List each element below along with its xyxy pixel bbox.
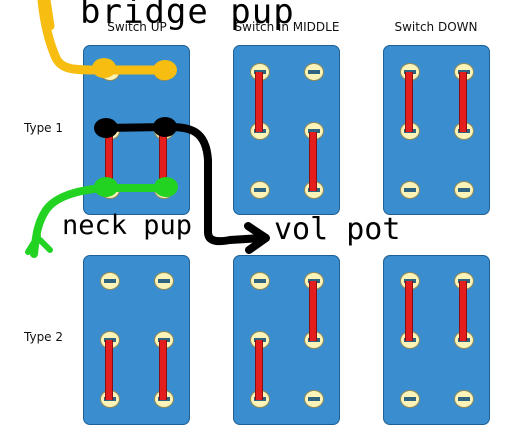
switch-type2-down [383, 255, 490, 425]
terminal [154, 272, 174, 290]
terminal [250, 181, 270, 199]
neck-pickup-wire-branch [25, 233, 53, 255]
jumper-bar [405, 72, 413, 132]
terminal [400, 181, 420, 199]
bridge-pickup-wire-branch [41, 0, 55, 31]
neck-solder-joint [94, 177, 118, 197]
vol-pot-wire [94, 123, 266, 246]
jumper-bar [159, 340, 167, 400]
bridge-solder-joint [153, 60, 177, 80]
jumper-bar [105, 132, 113, 191]
neck-solder-joint [154, 177, 178, 197]
jumper-bar [105, 340, 113, 400]
terminal [304, 63, 324, 81]
jumper-bar [405, 281, 413, 341]
terminal [100, 272, 120, 290]
vol-pot-arrowhead [244, 222, 270, 254]
switch-type1-down [383, 45, 490, 215]
switch-type2-up [83, 255, 190, 425]
terminal [304, 390, 324, 408]
switch-type1-middle [233, 45, 340, 215]
row-label-type1: Type 1 [24, 121, 64, 135]
terminal [400, 390, 420, 408]
terminal [454, 390, 474, 408]
vol-pot-solder-joint [94, 118, 118, 138]
jumper-bar [459, 72, 467, 132]
header-switch-down: Switch DOWN [394, 20, 478, 34]
jumper-bar [309, 281, 317, 341]
bridge-solder-joint [92, 58, 116, 78]
neck-pup-annotation: neck pup [62, 210, 193, 241]
row-label-type2: Type 2 [24, 330, 64, 344]
vol-pot-annotation: vol pot [274, 212, 401, 247]
terminal [454, 181, 474, 199]
jumper-bar [255, 72, 263, 132]
bridge-pup-annotation: bridge pup [80, 0, 295, 32]
jumper-bar [459, 281, 467, 341]
jumper-bar [255, 340, 263, 400]
vol-pot-solder-joint [153, 117, 177, 137]
header-switch-middle: Switch in MIDDLE [234, 20, 340, 34]
header-switch-up: Switch UP [107, 20, 167, 34]
switch-type2-middle [233, 255, 340, 425]
terminal [250, 272, 270, 290]
jumper-bar [309, 132, 317, 191]
jumper-bar [159, 132, 167, 191]
